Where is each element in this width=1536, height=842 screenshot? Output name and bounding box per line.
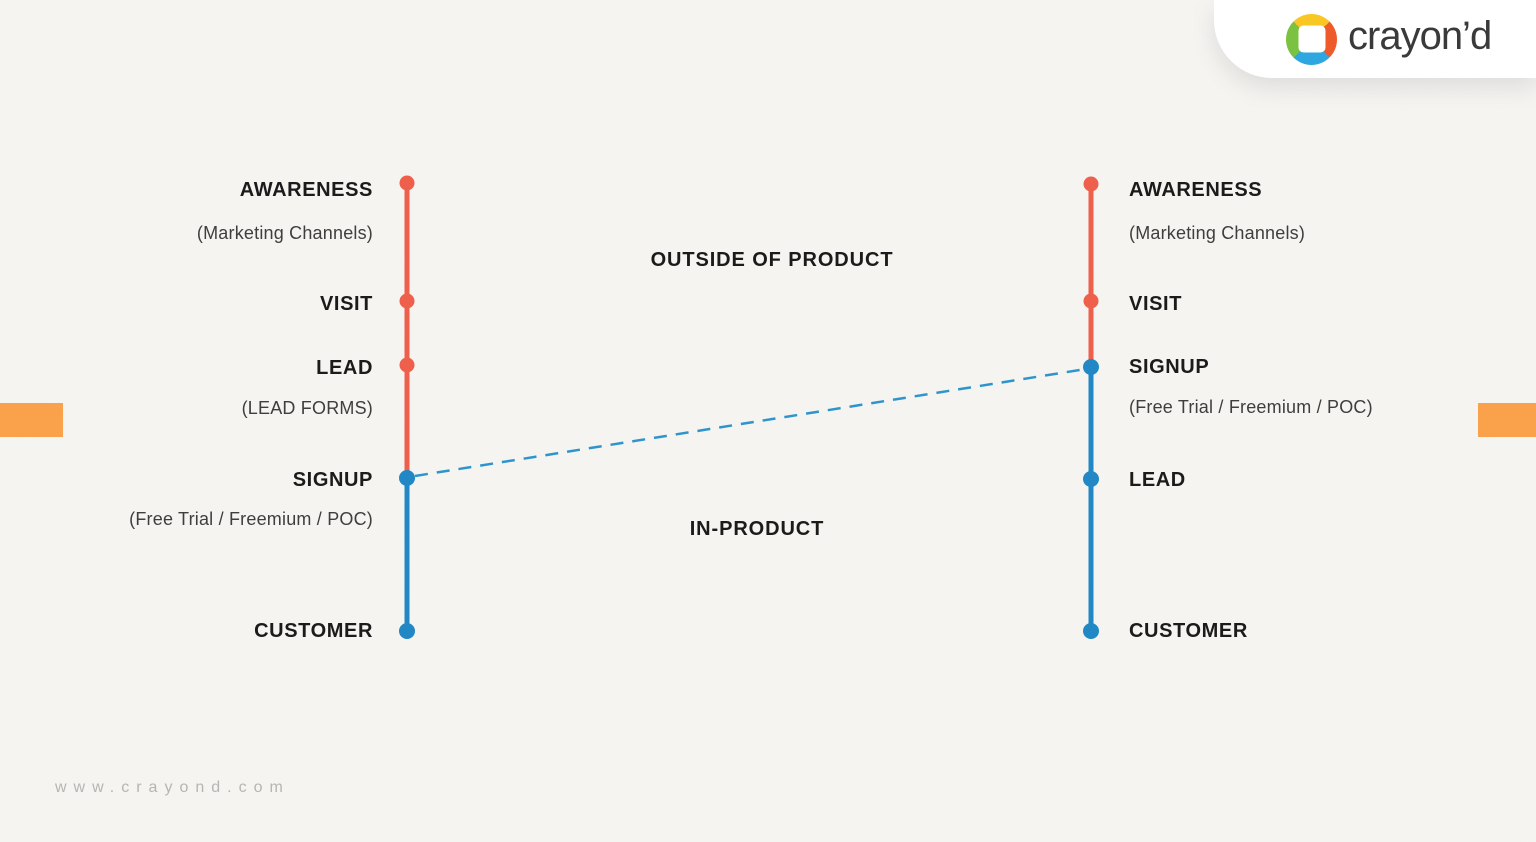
right-stage-signup: SIGNUP bbox=[1129, 356, 1210, 378]
right-stage-lead: LEAD bbox=[1129, 469, 1186, 491]
crayond-logo-inner-square bbox=[1298, 25, 1325, 53]
left-dot-lead bbox=[399, 357, 415, 373]
brand-name: crayon’d bbox=[1348, 14, 1492, 58]
left-dot-signup bbox=[399, 470, 415, 486]
left-stage-signup-sublabel: (Free Trial / Freemium / POC) bbox=[129, 509, 373, 529]
right-stage-awareness: AWARENESS bbox=[1129, 179, 1263, 201]
left-dot-awareness bbox=[399, 175, 415, 191]
signup-shift-dashed-connector bbox=[414, 367, 1087, 478]
left-stage-awareness: AWARENESS bbox=[239, 179, 373, 201]
right-stage-signup-sublabel: (Free Trial / Freemium / POC) bbox=[1129, 397, 1373, 417]
right-stage-customer: CUSTOMER bbox=[1129, 620, 1248, 642]
crayond-logo-icon bbox=[1286, 13, 1337, 65]
left-stage-customer: CUSTOMER bbox=[254, 620, 373, 642]
zone-label-in-product: IN-PRODUCT bbox=[689, 518, 825, 540]
left-stage-visit: VISIT bbox=[319, 293, 373, 315]
right-dot-signup bbox=[1083, 359, 1099, 375]
left-stage-lead: LEAD bbox=[316, 357, 373, 379]
zone-label-outside-of-product: OUTSIDE OF PRODUCT bbox=[650, 249, 894, 271]
right-dot-awareness bbox=[1083, 176, 1099, 192]
left-stage-signup: SIGNUP bbox=[292, 469, 373, 491]
right-stage-visit: VISIT bbox=[1129, 293, 1183, 315]
website-url-text: www.crayond.com bbox=[55, 779, 290, 796]
left-dot-customer bbox=[399, 623, 415, 639]
brand-logo-card: crayon’d bbox=[1214, 0, 1536, 78]
right-dot-lead bbox=[1083, 471, 1099, 487]
left-stage-awareness-sublabel: (Marketing Channels) bbox=[196, 223, 373, 243]
right-stage-awareness-sublabel: (Marketing Channels) bbox=[1129, 223, 1306, 243]
right-dot-customer bbox=[1083, 623, 1099, 639]
right-dot-visit bbox=[1083, 293, 1099, 309]
left-dot-visit bbox=[399, 293, 415, 309]
left-stage-lead-sublabel: (LEAD FORMS) bbox=[241, 398, 373, 418]
